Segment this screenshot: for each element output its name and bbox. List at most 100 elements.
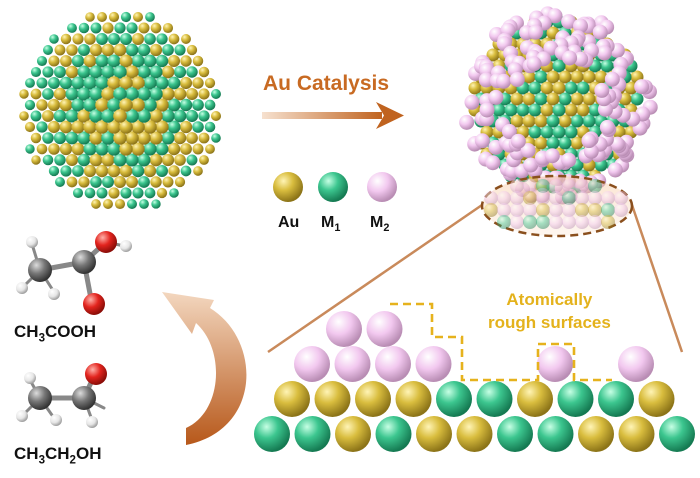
zoom-atom [614, 203, 628, 217]
np-atom-m2 [488, 89, 504, 105]
np-atom [83, 120, 97, 134]
np-atom [96, 187, 108, 199]
np-atom [181, 34, 191, 44]
np-atom [211, 133, 221, 143]
np-atom [143, 142, 157, 156]
np-atom-m2 [572, 18, 588, 34]
np-atom [149, 131, 163, 145]
hydrogen-atom [50, 414, 62, 426]
np-atom [126, 176, 138, 188]
np-atom [180, 165, 192, 177]
oxygen-atom [85, 363, 107, 385]
zoom-atom [523, 191, 537, 205]
np-atom-m2 [573, 51, 589, 67]
carbon-atom [72, 386, 96, 410]
zoom-atom [510, 215, 524, 229]
zoom-atom [549, 179, 563, 193]
np-atom [53, 87, 67, 101]
zoom-atom [536, 191, 550, 205]
np-atom [36, 99, 48, 111]
np-atom [150, 176, 162, 188]
oxygen-atom [95, 231, 117, 253]
atomic-surface-model [254, 311, 695, 452]
np-atom [120, 11, 132, 23]
np-atom [95, 120, 109, 134]
zoom-atom [562, 179, 576, 193]
zoom-atom [588, 203, 602, 217]
np-atom [582, 114, 596, 128]
np-atom [552, 81, 566, 95]
np-atom [138, 22, 150, 34]
ethanol-formula: CH3CH2OH [14, 444, 102, 467]
np-atom [156, 165, 168, 177]
np-atom [89, 131, 103, 145]
np-atom [138, 176, 150, 188]
np-atom [47, 98, 61, 112]
np-atom [137, 65, 151, 79]
np-atom [198, 88, 210, 100]
np-atom [155, 98, 169, 112]
np-atom [131, 54, 145, 68]
np-atom [143, 164, 157, 178]
np-atom [84, 33, 96, 45]
np-atom [107, 164, 121, 178]
np-atom [552, 59, 566, 73]
surface-atom-au [618, 416, 655, 452]
np-atom [198, 66, 210, 78]
carbon-atom [28, 386, 52, 410]
np-atom [193, 166, 203, 176]
np-atom [173, 87, 187, 101]
np-atom [108, 11, 120, 23]
np-atom [77, 109, 91, 123]
np-atom [60, 33, 72, 45]
np-atom [145, 12, 155, 22]
np-atom [546, 114, 560, 128]
np-atom [36, 121, 48, 133]
np-atom [89, 43, 103, 57]
np-atom [131, 142, 145, 156]
np-atom [624, 81, 638, 95]
np-atom-m2 [543, 40, 559, 56]
surface-atom-au [314, 381, 351, 417]
np-atom [66, 44, 78, 56]
np-atom [132, 187, 144, 199]
ethanol-molecule [16, 363, 107, 428]
np-atom [510, 114, 524, 128]
np-atom [107, 98, 121, 112]
np-atom [89, 109, 103, 123]
np-atom [468, 81, 482, 95]
np-atom-m2 [526, 56, 542, 72]
np-atom [107, 76, 121, 90]
np-atom-m2 [547, 8, 563, 24]
surface-atom-au [355, 381, 391, 417]
np-atom [19, 111, 29, 121]
zoom-atom [549, 215, 563, 229]
zoom-atom [588, 179, 602, 193]
np-atom [91, 199, 101, 209]
surface-atom-m2 [294, 346, 330, 382]
np-atom [113, 65, 127, 79]
np-atom [155, 142, 169, 156]
legend-m2-atom [367, 172, 397, 202]
np-atom [582, 92, 596, 106]
np-atom [108, 187, 120, 199]
surface-atom-m1 [375, 416, 412, 452]
surface-atom-au [395, 381, 432, 417]
np-atom [492, 103, 506, 117]
np-atom [161, 109, 175, 123]
np-atom-m2 [520, 143, 536, 159]
np-atom [119, 120, 133, 134]
np-atom [83, 98, 97, 112]
np-atom [107, 32, 121, 46]
np-atom [564, 103, 578, 117]
np-atom [101, 43, 115, 57]
np-atom [186, 66, 198, 78]
np-atom [600, 59, 614, 73]
np-atom [168, 165, 180, 177]
zoom-atom [614, 191, 628, 205]
zoom-atom [523, 215, 537, 229]
np-atom [534, 114, 548, 128]
np-atom [113, 131, 127, 145]
np-atom [54, 154, 66, 166]
